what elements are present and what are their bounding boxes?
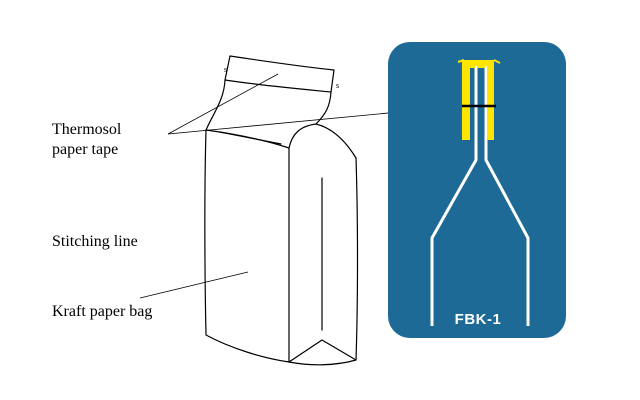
model-inset-panel: FBK-1 [388,42,566,338]
stitching-line [219,131,282,145]
label-thermosol: Thermosol [52,121,122,138]
bag-shoulder-right [315,91,332,125]
label-stitching-line: Stitching line [52,233,138,250]
bag-side-gusset [288,123,359,366]
bag-bottom-fold [288,339,357,363]
inset-tape-fold-lines [475,66,487,140]
kraft-paper-bag-drawing: s s [204,55,359,366]
tape-flap-mark-left: s [224,65,227,74]
label-paper-tape: paper tape [52,141,118,158]
leader-kraft-to-bag [139,271,249,299]
label-kraft-paper-bag: Kraft paper bag [52,303,152,320]
bag-shoulder-left [205,79,226,131]
bag-shoulder-inner [288,123,317,149]
inset-model-label: FBK-1 [455,311,502,328]
bag-front-panel [204,129,290,363]
inset-tape-top-marks [457,59,501,64]
tape-band [224,55,335,93]
leader-thermosol-to-tape [167,73,279,135]
bag-front-top-edge [205,129,290,149]
tape-flap-mark-right: s [336,81,339,90]
